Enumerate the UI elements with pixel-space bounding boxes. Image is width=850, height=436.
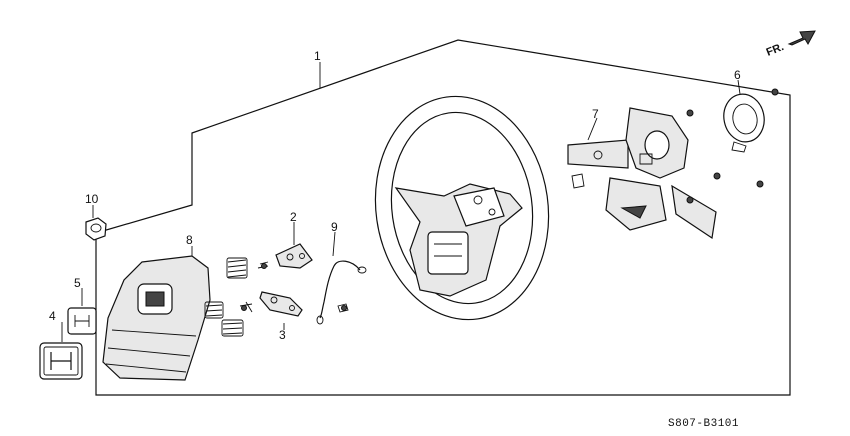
leader-lines: [61, 62, 741, 342]
callout-3: 3: [279, 328, 286, 342]
contact-bracket-upper-part: [257, 243, 313, 269]
assembly-outline: [95, 39, 791, 396]
large-emblem-part: [39, 342, 83, 380]
callout-1: 1: [314, 49, 321, 63]
nut-part: [85, 217, 107, 241]
callout-6: 6: [734, 68, 741, 82]
springs-part: [204, 257, 248, 337]
horn-wire-part: [316, 260, 367, 325]
front-label: FR.: [765, 41, 786, 59]
contact-bracket-lower-part: [239, 291, 303, 317]
front-direction-arrow: FR.: [765, 30, 816, 59]
callout-10: 10: [85, 192, 99, 206]
drawing-code: S807-B3101: [668, 418, 739, 430]
steering-hub-part: [567, 107, 717, 240]
callout-5: 5: [74, 276, 81, 290]
callout-8: 8: [186, 233, 193, 247]
callout-2: 2: [290, 210, 297, 224]
callout-7: 7: [592, 107, 599, 121]
steering-wheel-part: [374, 95, 550, 321]
callout-4: 4: [49, 309, 56, 323]
screws-part: [241, 88, 779, 311]
small-emblem-part: [67, 307, 97, 335]
callout-9: 9: [331, 220, 338, 234]
horn-pad-part: [102, 255, 211, 381]
cancel-sleeve-part: [723, 93, 765, 153]
